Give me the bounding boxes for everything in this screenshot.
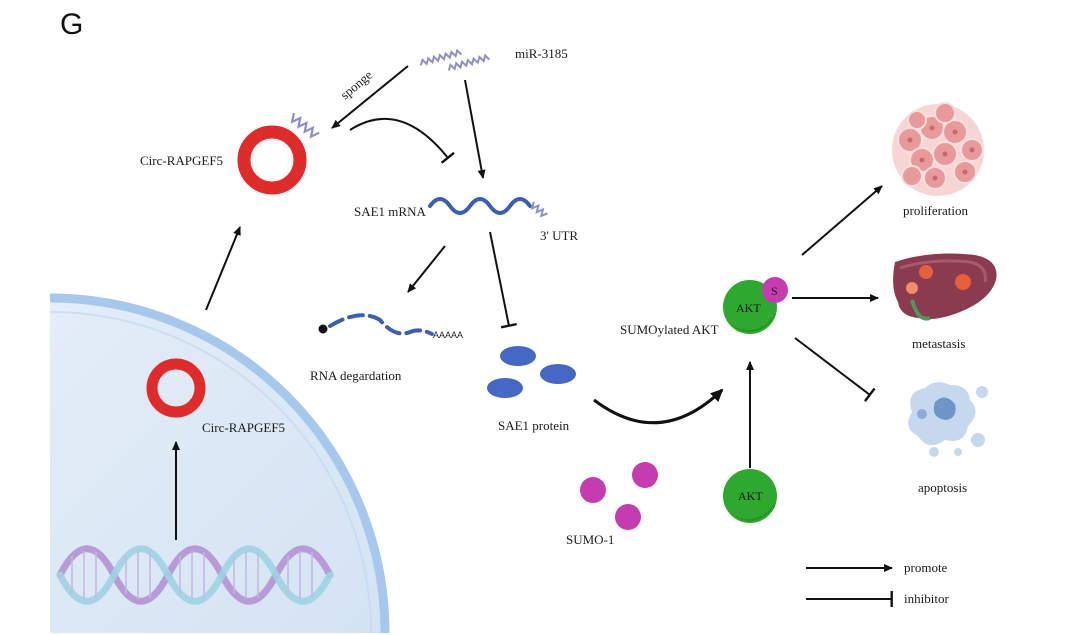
sumo-tag-label: S xyxy=(771,284,778,298)
mir-3185-label: miR-3185 xyxy=(515,46,568,61)
sae1-protein-icon xyxy=(487,346,576,398)
arrow-protein-to-akt xyxy=(593,388,724,425)
sae1-protein-label: SAE1 protein xyxy=(498,418,570,433)
apoptotic-cell-icon xyxy=(908,382,988,457)
sae1-mrna-label: SAE1 mRNA xyxy=(354,204,426,219)
circ-rapgef5-nucleus-ring xyxy=(146,358,206,418)
legend: promote inhibitor xyxy=(806,560,949,607)
circ-rapgef5-nucleus-label: Circ-RAPGEF5 xyxy=(202,420,285,435)
akt-sumoylated-label: AKT xyxy=(736,301,761,315)
arrow-mirna-to-mrna xyxy=(464,79,486,179)
rna-degradation-label: RNA degardation xyxy=(310,368,402,383)
arrow-export-to-cytoplasm xyxy=(205,226,241,311)
legend-promote-label: promote xyxy=(904,560,948,575)
mir-3185-icon xyxy=(419,48,491,71)
sumoylated-akt-label: SUMOylated AKT xyxy=(620,322,719,337)
legend-inhibitor-label: inhibitor xyxy=(904,591,949,606)
circ-rapgef5-cytoplasm-label: Circ-RAPGEF5 xyxy=(140,153,223,168)
akt-label: AKT xyxy=(738,489,763,503)
circ-rapgef5-cytoplasm-ring xyxy=(237,112,320,195)
akt-icon xyxy=(723,469,777,523)
arrow-sponge xyxy=(331,65,409,129)
utr-label: 3' UTR xyxy=(540,228,578,243)
panel-label: G xyxy=(60,8,83,41)
proliferation-label: proliferation xyxy=(903,203,968,218)
metastasis-label: metastasis xyxy=(912,336,965,351)
inhibit-akt-to-apoptosis xyxy=(794,337,876,402)
sae1-mrna-icon xyxy=(428,197,548,218)
arrow-akt-to-proliferation xyxy=(801,185,883,256)
tumor-cells-icon xyxy=(892,102,984,196)
dna-helix-icon xyxy=(56,545,334,605)
inhibit-curve-circ-to-mrna xyxy=(349,117,455,164)
sumoylated-akt-icon xyxy=(723,277,788,334)
sumo-1-label: SUMO-1 xyxy=(566,532,614,547)
sumo-1-icon xyxy=(580,462,658,530)
liver-icon xyxy=(893,253,997,321)
polya-label: AAAAA xyxy=(433,330,463,340)
degraded-rna-icon xyxy=(318,313,434,336)
inhibit-mrna-to-protein xyxy=(489,231,518,329)
arrow-mrna-to-degradation xyxy=(407,245,446,293)
apoptosis-label: apoptosis xyxy=(918,480,967,495)
